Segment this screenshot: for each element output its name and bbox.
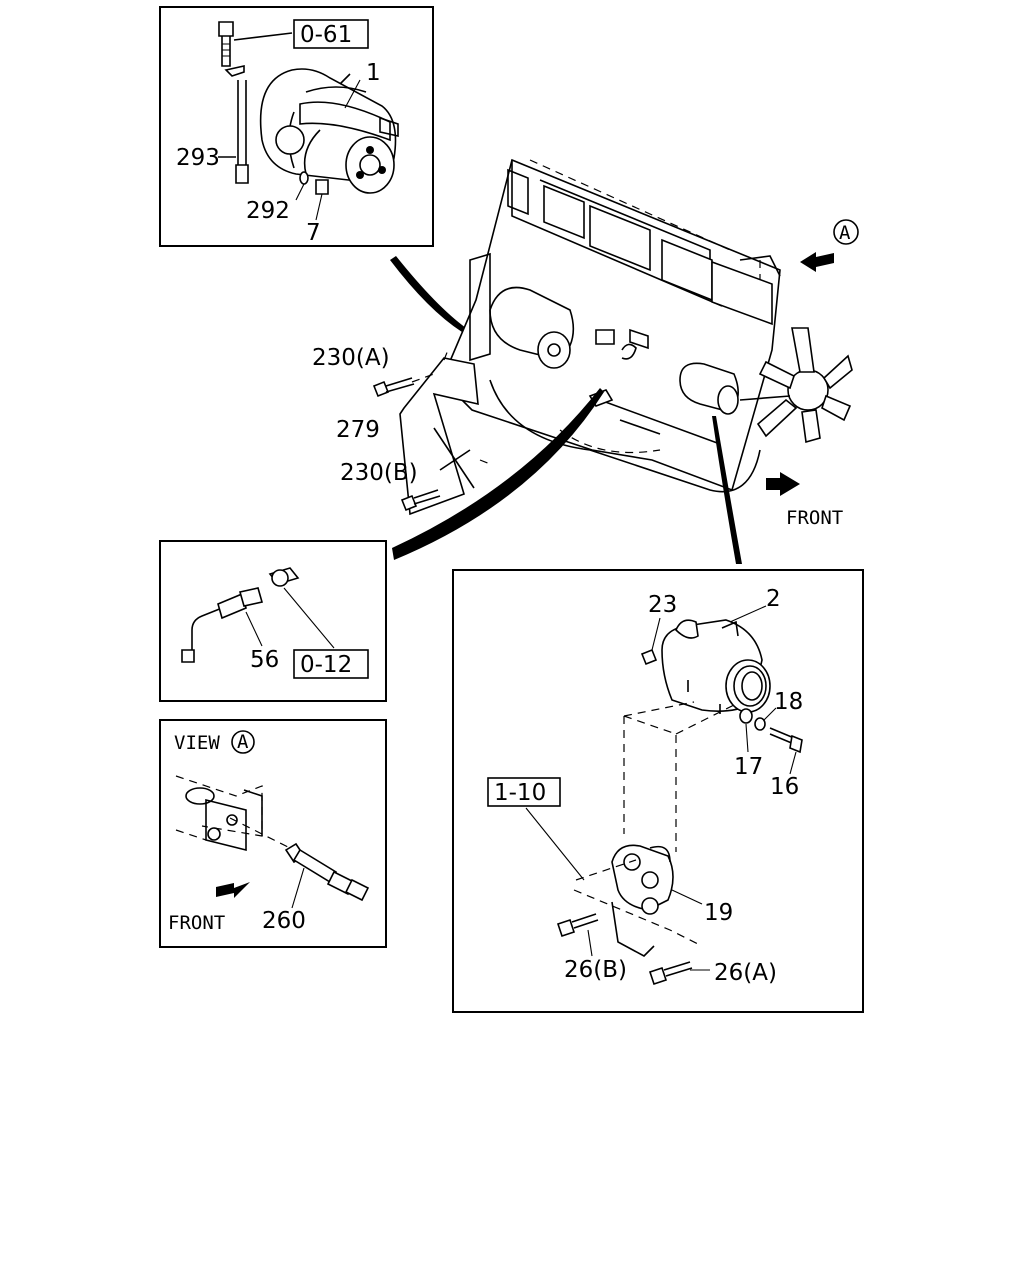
inset-alternator: 23 2 18 17 16 1-10 19 26(B) 26(A) bbox=[452, 569, 864, 1013]
callout-wedge bbox=[712, 416, 742, 564]
ref-label-1-10: 1-10 bbox=[494, 780, 546, 806]
front-arrow-main: FRONT bbox=[766, 472, 843, 529]
inset-starter-motor: 0-61 1 293 292 7 bbox=[159, 6, 434, 247]
view-a-arrow: A bbox=[800, 219, 859, 272]
washer-icon bbox=[299, 171, 309, 185]
bolt-230b-icon bbox=[400, 489, 441, 512]
callout-wedge bbox=[390, 256, 466, 332]
front-label-main: FRONT bbox=[786, 507, 843, 529]
part-number-7: 7 bbox=[306, 220, 321, 246]
engine-assembly bbox=[441, 158, 853, 493]
alternator-2-icon bbox=[661, 619, 771, 714]
part-number-56: 56 bbox=[250, 647, 279, 673]
fitting-0-12-icon bbox=[268, 567, 300, 587]
front-label-view: FRONT bbox=[168, 912, 225, 934]
part-number-23: 23 bbox=[648, 592, 677, 618]
part-number-260: 260 bbox=[262, 908, 306, 934]
ref-label-0-61: 0-61 bbox=[300, 22, 352, 48]
part-number-1: 1 bbox=[366, 60, 381, 86]
nut-23-icon bbox=[640, 648, 658, 666]
bolt-230a-icon bbox=[372, 377, 415, 398]
washer-17-icon bbox=[739, 708, 753, 724]
fan-icon bbox=[756, 327, 853, 444]
ref-box-0-12 bbox=[293, 649, 369, 679]
view-a-marker: A bbox=[839, 222, 851, 244]
bracket-19-icon bbox=[611, 844, 674, 915]
part-number-26a: 26(A) bbox=[714, 960, 777, 986]
callout-wedge bbox=[392, 388, 604, 560]
part-number-16: 16 bbox=[770, 774, 799, 800]
cylinder-block-detail bbox=[175, 775, 263, 852]
part-number-292: 292 bbox=[246, 198, 290, 224]
part-number-19: 19 bbox=[704, 900, 733, 926]
sensor-56-icon bbox=[181, 587, 264, 663]
ground-strap-icon bbox=[224, 65, 249, 184]
view-title: VIEW bbox=[174, 732, 220, 754]
front-arrow-view bbox=[216, 882, 250, 898]
bracket-279-icon bbox=[399, 349, 491, 516]
ref-label-0-12: 0-12 bbox=[300, 652, 352, 678]
bolt-26b-icon bbox=[556, 913, 599, 938]
inset-sensor: 56 0-12 bbox=[159, 540, 387, 702]
part-number-18: 18 bbox=[774, 689, 803, 715]
nut-icon bbox=[315, 179, 329, 195]
washer-18-icon bbox=[754, 717, 766, 731]
sensor-260-icon bbox=[284, 842, 370, 902]
bolt-icon bbox=[218, 21, 234, 67]
part-number-2: 2 bbox=[766, 586, 781, 612]
part-number-230a: 230(A) bbox=[312, 345, 390, 371]
part-number-279: 279 bbox=[336, 417, 380, 443]
ref-box-1-10 bbox=[487, 777, 561, 807]
bolt-16-icon bbox=[769, 727, 803, 754]
view-title-marker: A bbox=[237, 731, 249, 753]
part-number-293: 293 bbox=[176, 145, 220, 171]
bolt-26a-icon bbox=[648, 961, 693, 986]
inset-view-a: VIEW A FRONT 260 bbox=[159, 719, 387, 948]
part-number-230b: 230(B) bbox=[340, 460, 418, 486]
starter-motor-icon bbox=[259, 68, 399, 194]
part-number-17: 17 bbox=[734, 754, 763, 780]
part-number-26b: 26(B) bbox=[564, 957, 627, 983]
ref-box-0-61 bbox=[293, 19, 369, 49]
